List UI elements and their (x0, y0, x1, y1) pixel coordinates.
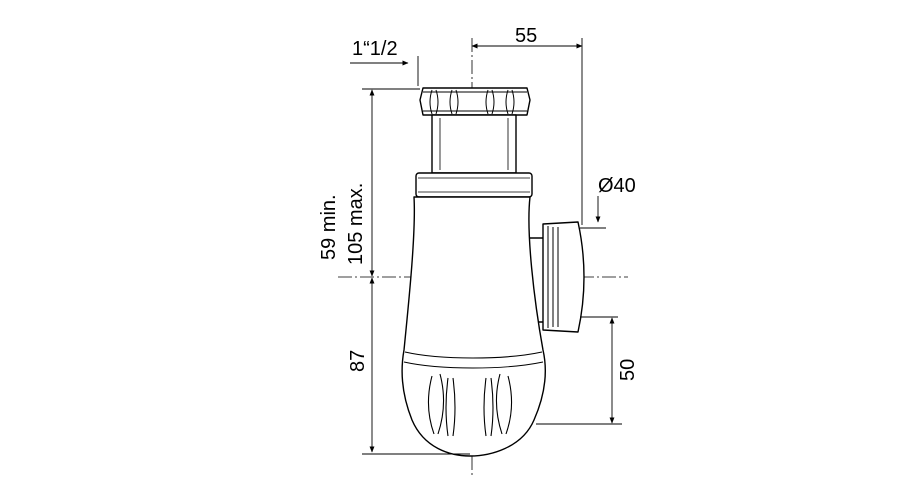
bottle-seam (404, 351, 543, 359)
lower-height-label: 87 (347, 350, 369, 372)
top-nut (419, 87, 531, 116)
outlet-fitting (542, 221, 585, 333)
outlet-diameter-label: Ø40 (598, 175, 636, 197)
cap-ribs (427, 373, 513, 437)
offset-label: 55 (515, 25, 537, 47)
thread-size-label: 1“1/2 (352, 38, 398, 60)
dimension-lines (350, 38, 622, 455)
height-min-label: 59 min. (318, 194, 340, 260)
bottle-body (401, 196, 547, 457)
trap-body (401, 87, 585, 457)
outlet-rings (547, 226, 559, 328)
height-max-label: 105 max. (345, 183, 367, 265)
collar-nut (415, 172, 533, 198)
outlet-height-label: 50 (617, 359, 639, 381)
tailpiece-tube (431, 114, 517, 174)
